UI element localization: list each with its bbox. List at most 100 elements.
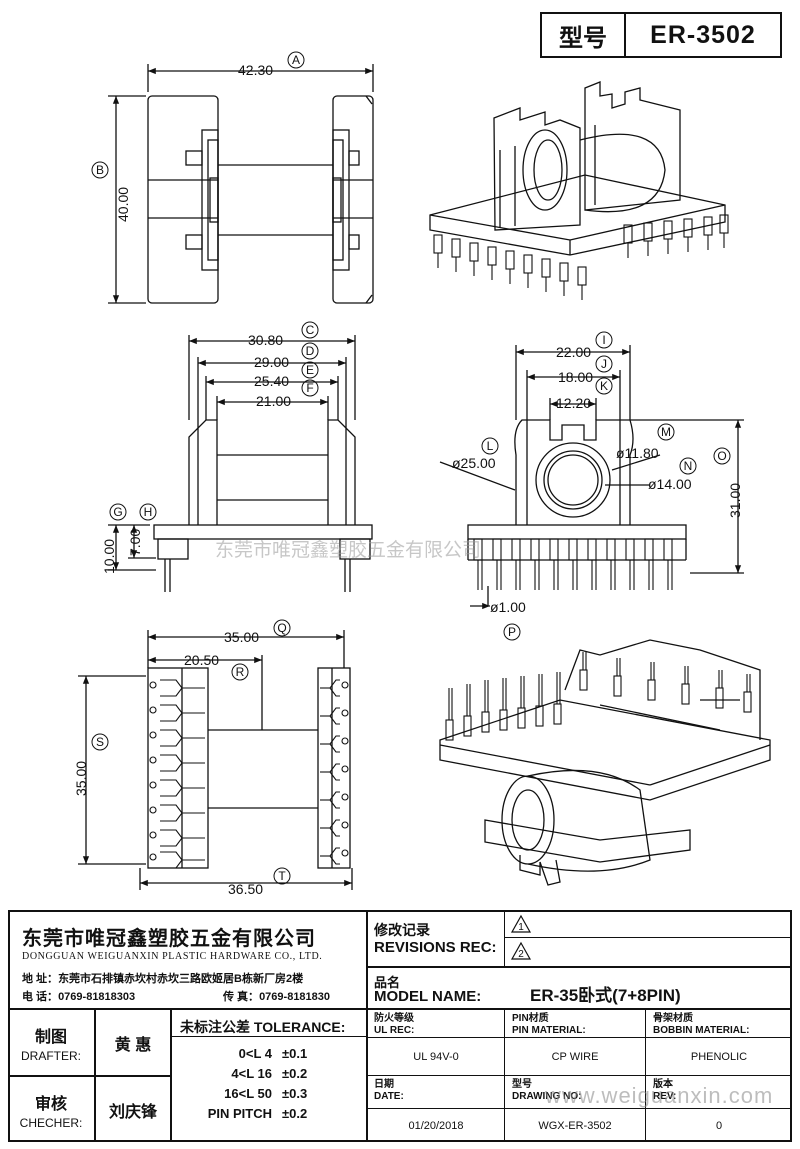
dim-I-value: 22.00 bbox=[556, 344, 591, 360]
title-block bbox=[8, 910, 792, 1142]
model-header-label: 型号 bbox=[542, 14, 626, 56]
tolerance-title: 未标注公差 TOLERANCE: bbox=[180, 1019, 346, 1035]
address-label: 地 址： bbox=[22, 973, 59, 985]
checker-label: 审核 CHECHER: bbox=[8, 1077, 94, 1142]
bobbin-material-label-cn: 骨架材质 bbox=[653, 1013, 693, 1024]
revisions-label-cn: 修改记录 bbox=[374, 922, 430, 938]
tolerance-row: 16<L 50 ±0.3 bbox=[172, 1086, 366, 1106]
tolerance-table: 0<L 4 ±0.1 4<L 16 ±0.2 16<L 50 ±0.3 PIN … bbox=[172, 1046, 366, 1126]
tag-B: B bbox=[96, 163, 104, 177]
tag-C: C bbox=[306, 323, 315, 337]
date-label-cn: 日期 bbox=[374, 1079, 394, 1090]
model-name-value: ER-35卧式(7+8PIN) bbox=[530, 986, 681, 1005]
model-header-value: ER-3502 bbox=[650, 20, 756, 49]
dim-G-value: 10.00 bbox=[101, 539, 117, 574]
model-header: 型号 ER-3502 bbox=[540, 12, 782, 58]
iso-bottom-pins bbox=[445, 652, 752, 741]
dim-H-value: 7.00 bbox=[127, 529, 143, 556]
bobbin-material-label: 骨架材质 BOBBIN MATERIAL: bbox=[653, 1013, 749, 1037]
date-value: 01/20/2018 bbox=[408, 1119, 464, 1132]
dim-A-value: 42.30 bbox=[238, 62, 273, 78]
fax-label: 传 真： bbox=[223, 991, 260, 1003]
dim-Q-value: 35.00 bbox=[224, 629, 259, 645]
iso-top-pins bbox=[433, 214, 729, 301]
side-view-pins bbox=[473, 538, 673, 591]
phone-row: 电 话：0769-81818303 bbox=[22, 988, 135, 1004]
dim-E-value: 25.40 bbox=[254, 373, 289, 389]
pin-material-label: PIN材质 PIN MATERIAL: bbox=[512, 1013, 586, 1037]
iso-view-top bbox=[429, 81, 726, 256]
dim-L-value: ø25.00 bbox=[452, 455, 496, 471]
checker-label-en: CHECHER: bbox=[19, 1115, 83, 1130]
tag-K: K bbox=[600, 379, 608, 393]
watermark: 东莞市唯冠鑫塑胶五金有限公司 bbox=[215, 539, 481, 561]
address-value: 东莞市石排镇赤坎村赤坎三路欧姬居B栋新厂房2楼 bbox=[58, 973, 304, 985]
tag-D: D bbox=[306, 344, 315, 358]
dim-C-value: 30.80 bbox=[248, 332, 283, 348]
tolerance-row: PIN PITCH ±0.2 bbox=[172, 1106, 366, 1126]
drawing-no-value: WGX-ER-3502 bbox=[538, 1119, 612, 1132]
tolerance-value: ±0.1 bbox=[282, 1046, 308, 1061]
technical-drawing: 42.30 40.00 30.80 29.00 25.40 21.00 10.0… bbox=[73, 51, 771, 897]
pin-material-value: CP WIRE bbox=[551, 1050, 599, 1063]
drafter-label-en: DRAFTER: bbox=[21, 1048, 81, 1063]
front-view bbox=[108, 335, 373, 592]
top-view bbox=[108, 64, 374, 304]
bottom-view bbox=[78, 630, 353, 890]
bobbin-material-value: PHENOLIC bbox=[690, 1050, 748, 1063]
model-label-en: MODEL NAME: bbox=[374, 988, 482, 1005]
tag-F: F bbox=[306, 381, 313, 395]
company-name-en: DONGGUAN WEIGUANXIN PLASTIC HARDWARE CO.… bbox=[22, 951, 323, 962]
revision-2-triangle: 2 bbox=[510, 941, 532, 960]
dim-P-value: ø1.00 bbox=[490, 599, 526, 615]
tolerance-range: 4<L 16 bbox=[231, 1066, 272, 1081]
fax-value: 0769-8181830 bbox=[259, 991, 331, 1003]
tolerance-row: 0<L 4 ±0.1 bbox=[172, 1046, 366, 1066]
tag-P: P bbox=[508, 625, 516, 639]
tag-H: H bbox=[144, 505, 153, 519]
bottom-view-pads bbox=[149, 679, 349, 869]
tag-Q: Q bbox=[277, 621, 286, 635]
dim-O-value: 31.00 bbox=[727, 483, 743, 518]
dim-R-value: 20.50 bbox=[184, 652, 219, 668]
tolerance-value: ±0.3 bbox=[282, 1086, 308, 1101]
phone-value: 0769-81818303 bbox=[58, 991, 136, 1003]
drawing-no-label: 型号 DRAWING NO: bbox=[512, 1079, 581, 1103]
tag-S: S bbox=[96, 735, 104, 749]
tolerance-range: PIN PITCH bbox=[207, 1106, 272, 1121]
tolerance-value: ±0.2 bbox=[282, 1106, 308, 1121]
ul-label: 防火等级 UL REC: bbox=[374, 1013, 414, 1037]
phone-label: 电 话： bbox=[22, 991, 59, 1003]
dim-J-value: 18.00 bbox=[558, 369, 593, 385]
drafter-label-cn: 制图 bbox=[34, 1028, 67, 1046]
drawing-no-label-en: DRAWING NO: bbox=[512, 1091, 582, 1102]
tolerance-range: 0<L 4 bbox=[238, 1046, 272, 1061]
drafter-label: 制图 DRAFTER: bbox=[8, 1010, 94, 1075]
date-label: 日期 DATE: bbox=[374, 1079, 404, 1103]
dim-D-value: 29.00 bbox=[254, 354, 289, 370]
revision-2-number: 2 bbox=[518, 949, 524, 960]
checker-label-cn: 审核 bbox=[34, 1095, 67, 1113]
date-label-en: DATE: bbox=[374, 1091, 404, 1102]
tag-A: A bbox=[292, 53, 300, 67]
model-label-cn: 品名 bbox=[374, 975, 401, 990]
pin-material-label-en: PIN MATERIAL: bbox=[512, 1025, 586, 1036]
tolerance-range: 16<L 50 bbox=[224, 1086, 272, 1101]
side-view bbox=[439, 345, 744, 610]
ul-label-en: UL REC: bbox=[374, 1025, 415, 1036]
tag-T: T bbox=[278, 869, 286, 883]
tag-M: M bbox=[661, 425, 671, 439]
tolerance-value: ±0.2 bbox=[282, 1066, 308, 1081]
dim-B-value: 40.00 bbox=[115, 187, 131, 222]
company-name-cn: 东莞市唯冠鑫塑胶五金有限公司 bbox=[22, 928, 316, 950]
tag-O: O bbox=[717, 449, 726, 463]
dim-S-value: 35.00 bbox=[73, 761, 89, 796]
tag-I: I bbox=[602, 333, 605, 347]
revision-1-triangle: 1 bbox=[510, 914, 532, 933]
tag-N: N bbox=[684, 459, 693, 473]
ul-label-cn: 防火等级 bbox=[374, 1013, 414, 1024]
dim-K-value: 12.20 bbox=[556, 395, 591, 411]
dim-T-value: 36.50 bbox=[228, 881, 263, 897]
tag-R: R bbox=[236, 665, 245, 679]
fax-row: 传 真：0769-8181830 bbox=[223, 988, 330, 1004]
